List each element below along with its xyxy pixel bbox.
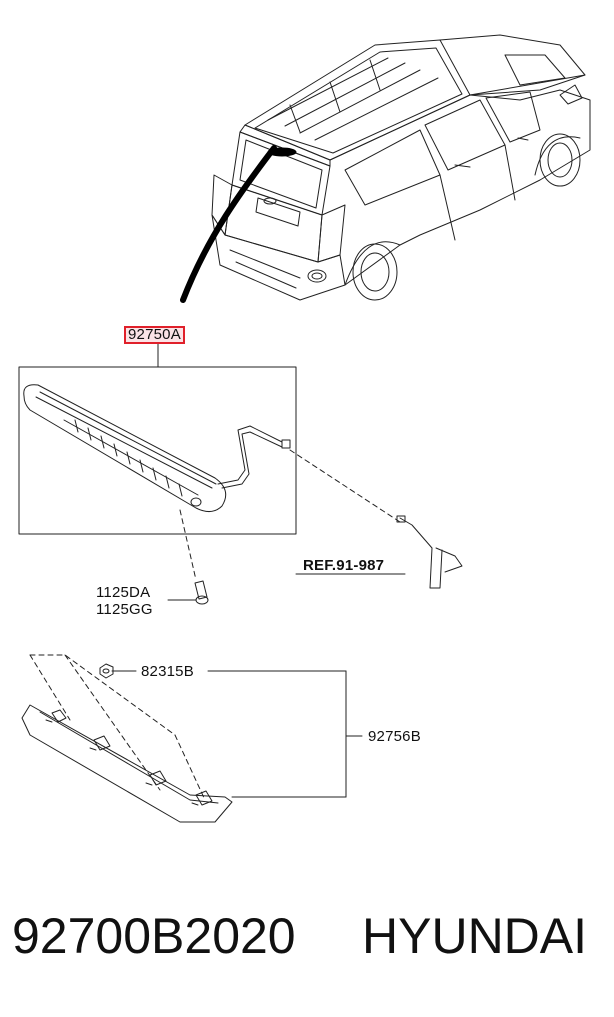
part-label-92756b[interactable]: 92756B [368,728,421,745]
harness-connector-illustration [396,515,463,589]
part-number: 92700B2020 [12,908,296,964]
parts-diagram [18,34,591,823]
brand-name: HYUNDAI [362,908,588,964]
part-label-1125gg[interactable]: 1125GG [96,601,153,618]
part-label-1125da[interactable]: 1125DA [96,584,151,601]
nut-illustration [99,663,114,679]
part-label-92750a[interactable]: 92750A [124,326,185,344]
part-label-ref-91-987[interactable]: REF.91-987 [303,557,385,574]
bolt-illustration [194,580,209,605]
vehicle-leader-line [180,145,277,303]
assembly-frame [18,366,297,535]
footer: 92700B2020 HYUNDAI [0,905,614,975]
part-label-82315b[interactable]: 82315B [141,663,194,680]
stop-lamp-illustration [23,384,291,512]
vehicle-illustration [211,34,591,301]
cover-illustration [21,654,233,823]
